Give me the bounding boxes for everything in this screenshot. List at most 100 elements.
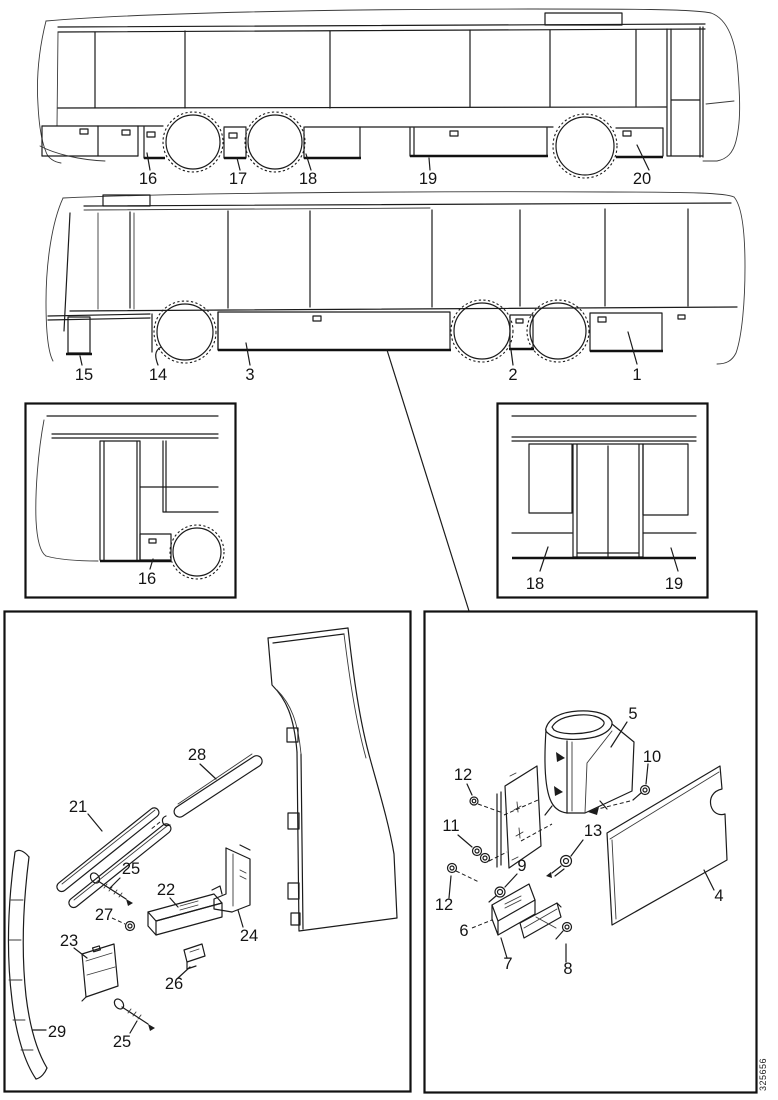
panel-clip	[228, 132, 238, 139]
panel-4	[606, 765, 728, 926]
direction-arrow	[588, 807, 599, 815]
skirt-bottom-edges	[144, 154, 663, 160]
callout-9: 9	[517, 857, 526, 875]
bracket-24	[213, 844, 251, 913]
bus-rear-outline	[37, 20, 62, 164]
callout-6: 6	[459, 922, 468, 940]
callout-16: 16	[139, 170, 157, 188]
wheel	[450, 299, 514, 363]
callout-14: 14	[149, 366, 167, 384]
callout-16-detail: 16	[138, 570, 156, 588]
left-exploded-view: 28 21 25 22 27 23 24 26 29 25	[3, 610, 412, 1093]
skirt-panel-3	[217, 311, 451, 351]
edge-strip-29	[7, 849, 48, 1080]
callout-24: 24	[240, 927, 258, 945]
detail-reference-line	[386, 349, 470, 612]
hinge-tab	[287, 812, 300, 830]
bus-front-outline	[45, 197, 64, 362]
wheel	[153, 300, 217, 364]
bracket-7	[491, 883, 536, 936]
skirt-panel-15	[67, 316, 91, 354]
side-window	[528, 443, 573, 514]
skirt-panel-16	[139, 533, 172, 561]
plate-23	[81, 943, 119, 1002]
front-door	[666, 26, 704, 158]
callout-22: 22	[157, 881, 175, 899]
wheel	[526, 299, 590, 363]
callout-28: 28	[188, 746, 206, 764]
detail-box-frame	[24, 402, 237, 599]
lower-bus-side-view: 15 14 3 2 1	[45, 191, 746, 384]
callout-23: 23	[60, 932, 78, 950]
callout-20: 20	[633, 170, 651, 188]
skirt-lines	[41, 125, 664, 129]
nut-12-bottom	[446, 862, 458, 874]
window-pillars	[129, 208, 689, 309]
callout-12-top: 12	[454, 766, 472, 784]
wheel	[244, 111, 306, 173]
screw-25-top	[89, 872, 133, 906]
bolt-8	[555, 921, 573, 940]
wheel	[169, 524, 225, 580]
upper-bus-side-view: 16 17 18 19 20	[37, 8, 741, 188]
bus-front-outline	[702, 12, 741, 162]
trim-strip-28	[149, 753, 263, 831]
detail-box-frame	[496, 402, 709, 599]
side-window	[642, 443, 689, 516]
callout-5: 5	[628, 705, 637, 723]
right-exploded-view: 5 10 12 11 13 9 12 6 7 8 4	[423, 610, 758, 1094]
panel-clip	[312, 315, 322, 322]
callout-2: 2	[508, 366, 517, 384]
exploded-box-frame	[423, 610, 758, 1094]
bus-rear-outline	[716, 196, 746, 365]
nut-12-top	[469, 796, 479, 806]
callout-15: 15	[75, 366, 93, 384]
callout-4: 4	[714, 887, 723, 905]
panel-clip	[515, 318, 524, 324]
callout-17: 17	[229, 170, 247, 188]
hinge-tab	[290, 912, 301, 926]
panel-clip	[677, 314, 686, 320]
bracket-7b	[519, 902, 562, 939]
callout-21: 21	[69, 798, 87, 816]
callout-13: 13	[584, 822, 602, 840]
callout-leaders	[146, 144, 650, 171]
washer-nut-11	[471, 845, 491, 864]
callout-12-bottom: 12	[435, 896, 453, 914]
callout-1: 1	[632, 366, 641, 384]
callout-25-top: 25	[122, 860, 140, 878]
panel-clip	[148, 538, 157, 544]
callout-3: 3	[245, 366, 254, 384]
roof-sign-box	[102, 194, 151, 207]
callout-25-bottom: 25	[113, 1033, 131, 1051]
bus-roof-outline	[62, 191, 735, 199]
front-door	[97, 212, 135, 310]
bolt-10	[632, 784, 651, 801]
screw-25-bottom	[113, 998, 155, 1031]
callout-10: 10	[643, 748, 661, 766]
callout-leaders	[32, 763, 244, 1034]
callout-18-detail: 18	[526, 575, 544, 593]
window-pillars	[94, 29, 637, 109]
screw-13	[546, 854, 573, 878]
nut-27	[124, 920, 136, 932]
trim-strip-21	[56, 807, 172, 909]
sheet-number: 325656	[758, 1058, 768, 1091]
panel-clip	[622, 130, 632, 137]
panel-clip	[121, 129, 131, 136]
roof-hatch	[544, 12, 623, 26]
callout-11: 11	[442, 817, 459, 835]
panel-clip	[449, 130, 459, 137]
bracket-5	[544, 710, 635, 816]
callout-19: 19	[419, 170, 437, 188]
panel-clip	[79, 128, 89, 135]
skirt-panel-1	[589, 312, 663, 352]
front-door-detail-inset: 16	[24, 402, 237, 599]
callout-7: 7	[503, 955, 512, 973]
panel-clip	[146, 131, 156, 138]
callout-19-detail: 19	[665, 575, 683, 593]
hinge-tab	[287, 882, 300, 900]
panel-clip	[597, 316, 607, 323]
